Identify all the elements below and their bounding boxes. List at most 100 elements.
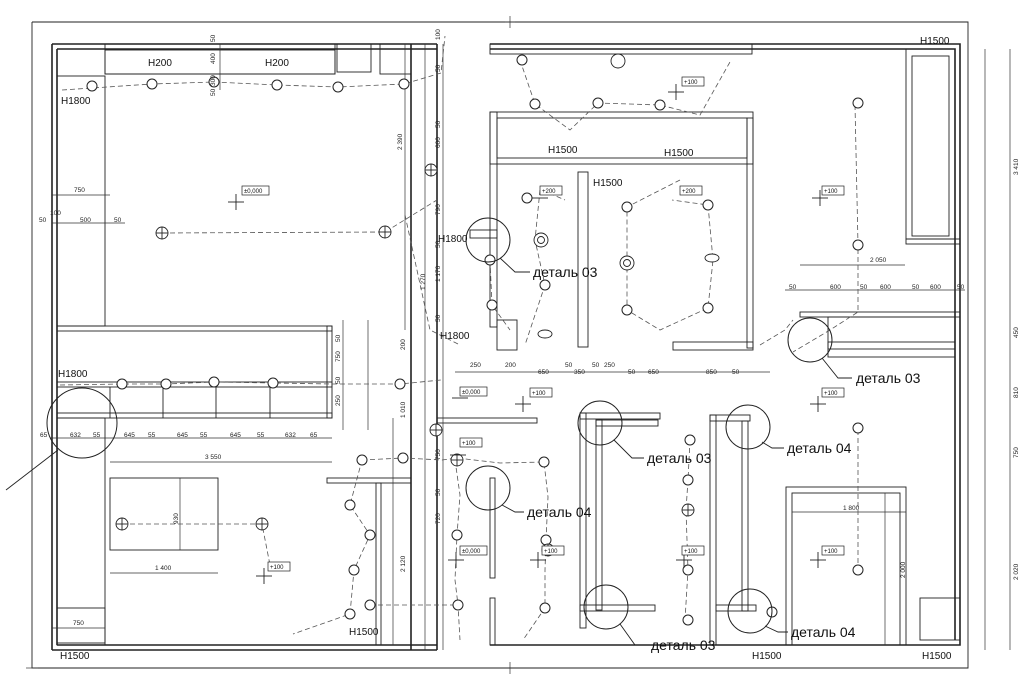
height-label: H1500 <box>593 178 623 189</box>
level-label: ±0,000 <box>462 390 481 396</box>
callout-label: деталь 03 <box>856 370 921 386</box>
dim-text: 1 170 <box>435 265 442 282</box>
height-label: H200 <box>265 58 289 69</box>
detail-callouts: деталь 03 деталь 03 деталь 03 деталь 04 … <box>5 217 921 653</box>
dim-text: 55 <box>93 432 101 439</box>
height-label: H1500 <box>60 651 90 662</box>
dim-text: 50 <box>957 284 965 291</box>
height-label: H1500 <box>920 36 950 47</box>
dimension-lines <box>50 44 1011 650</box>
dim-text: 930 <box>173 513 180 524</box>
dim-text: 750 <box>335 351 342 362</box>
dim-text: 50 <box>565 362 573 369</box>
dim-text: 50 <box>210 34 217 42</box>
level-label: ±0,000 <box>462 549 481 555</box>
level-labels: ±0,000 +100 +200 +200 +100 ±0,000 +100 +… <box>241 76 845 572</box>
dim-text: 600 <box>880 284 891 291</box>
dim-text: 750 <box>74 187 85 194</box>
dim-text: 100 <box>435 29 442 40</box>
height-label: H1500 <box>752 651 782 662</box>
dim-text: 850 <box>706 369 717 376</box>
dim-text: 50 <box>860 284 868 291</box>
height-labels: H200 H200 H1800 H1800 H1500 H1500 H1500 … <box>58 36 952 662</box>
dimension-texts-horizontal: 750 100 50 500 50 65 632 55 645 55 645 5… <box>39 187 965 627</box>
callout-label: деталь 03 <box>651 637 716 653</box>
dim-text: 750 <box>435 449 442 460</box>
dim-text: 50 <box>335 376 342 384</box>
level-marks <box>228 84 828 584</box>
dim-text: 50 <box>114 217 122 224</box>
level-label: +100 <box>824 391 838 397</box>
dim-text: 450 <box>1013 327 1020 338</box>
dim-text: 50 <box>732 369 740 376</box>
level-label: +100 <box>824 549 838 555</box>
dim-text: 55 <box>200 432 208 439</box>
level-label: +100 <box>544 549 558 555</box>
dim-text: 2 120 <box>400 555 407 572</box>
level-label: +100 <box>532 391 546 397</box>
dim-text: 50 <box>210 88 217 96</box>
dim-text: 810 <box>1013 387 1020 398</box>
dim-text: 300 <box>210 75 217 86</box>
dim-text: 2 020 <box>1013 563 1020 580</box>
height-label: H1800 <box>61 96 91 107</box>
dim-text: 600 <box>930 284 941 291</box>
dim-text: 50 <box>435 64 442 72</box>
dim-text: 50 <box>912 284 920 291</box>
dim-text: 200 <box>400 339 407 350</box>
dim-text: 1 010 <box>400 401 407 418</box>
dim-text: 250 <box>335 395 342 406</box>
dim-text: 50 <box>789 284 797 291</box>
height-label: H1800 <box>440 331 470 342</box>
dim-text: 632 <box>70 432 81 439</box>
dim-text: 600 <box>830 284 841 291</box>
dim-text: 650 <box>648 369 659 376</box>
level-label: +200 <box>542 189 556 195</box>
dim-text: 400 <box>210 53 217 64</box>
interior-walls <box>56 43 961 646</box>
dim-text: 650 <box>538 369 549 376</box>
level-label: +100 <box>684 549 698 555</box>
dim-text: 500 <box>80 217 91 224</box>
level-label: +100 <box>270 565 284 571</box>
dim-text: 645 <box>230 432 241 439</box>
dim-text: 55 <box>148 432 156 439</box>
callout-label: деталь 04 <box>527 504 592 520</box>
dim-text: 250 <box>604 362 615 369</box>
callout-label: деталь 03 <box>647 450 712 466</box>
dim-text: 645 <box>124 432 135 439</box>
dim-text: 65 <box>310 432 318 439</box>
callout-label: деталь 03 <box>533 264 598 280</box>
height-label: H1800 <box>438 234 468 245</box>
dim-text: 50 <box>628 369 636 376</box>
outer-walls <box>51 43 961 651</box>
dim-text: 632 <box>285 432 296 439</box>
dim-text: 50 <box>435 488 442 496</box>
dim-text: 50 <box>435 120 442 128</box>
dim-text: 350 <box>574 369 585 376</box>
height-label: H1500 <box>349 627 379 638</box>
dim-text: 750 <box>1013 447 1020 458</box>
dim-text: 55 <box>257 432 265 439</box>
dim-text: 2 050 <box>870 257 887 264</box>
level-label: +100 <box>462 441 476 447</box>
dim-text: 750 <box>73 620 84 627</box>
dim-text: 3 410 <box>1013 158 1020 175</box>
dim-text: 645 <box>177 432 188 439</box>
height-label: H1500 <box>548 145 578 156</box>
dim-text: 2 390 <box>397 133 404 150</box>
dim-text: 50 <box>592 362 600 369</box>
dim-text: 50 <box>435 314 442 322</box>
dimension-texts-vertical: 400 50 300 50 2 390 50 100 600 50 790 50… <box>173 29 1020 580</box>
sheet-frame <box>26 16 969 674</box>
level-label: +200 <box>682 189 696 195</box>
dim-text: 1 270 <box>420 273 427 290</box>
dim-text: 100 <box>50 210 61 217</box>
lamps <box>86 54 864 626</box>
callout-label: деталь 04 <box>791 624 856 640</box>
level-label: ±0,000 <box>244 189 263 195</box>
dim-text: 50 <box>39 217 47 224</box>
fixtures <box>115 53 720 557</box>
dim-text: 1 400 <box>155 565 172 572</box>
